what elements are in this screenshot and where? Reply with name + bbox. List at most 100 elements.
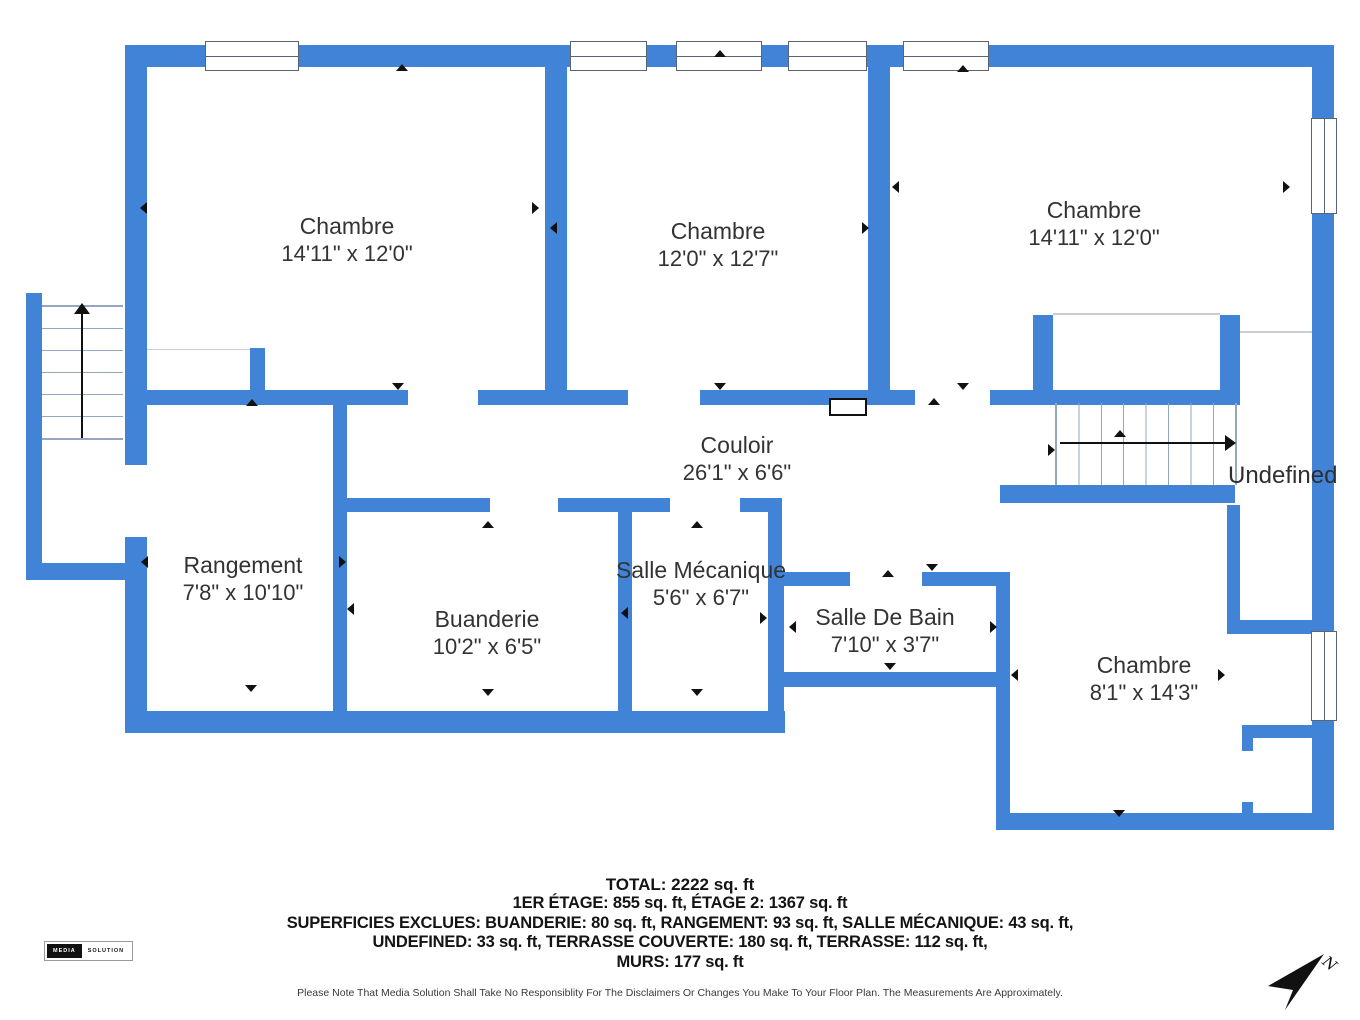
door-marker bbox=[621, 607, 628, 619]
room-dims: 7'8" x 10'10" bbox=[182, 580, 304, 605]
wall-buanderie-top-a bbox=[347, 498, 490, 512]
area-summary: TOTAL: 2222 sq. ft 1ER ÉTAGE: 855 sq. ft… bbox=[0, 875, 1360, 972]
door-marker bbox=[789, 621, 796, 633]
wall-bath-top-b bbox=[922, 572, 1010, 586]
closet-right-opening-line bbox=[1053, 313, 1220, 315]
wall-rangement-divider bbox=[333, 405, 347, 733]
room-name: Salle Mécanique bbox=[615, 557, 787, 583]
window bbox=[788, 41, 867, 71]
door-marker bbox=[550, 222, 557, 234]
room-label-chambre-bottom: Chambre 8'1" x 14'3" bbox=[1090, 652, 1198, 706]
room-name: Chambre bbox=[1046, 197, 1142, 223]
window bbox=[903, 41, 989, 71]
wall-couloir-top-b bbox=[478, 390, 628, 405]
room-name: Buanderie bbox=[434, 606, 540, 632]
room-dims: 14'11" x 12'0" bbox=[1028, 225, 1160, 250]
door-marker bbox=[246, 399, 258, 406]
wall-bottom-left bbox=[125, 711, 785, 733]
door-frame-box bbox=[829, 398, 867, 416]
summary-total: TOTAL: 2222 sq. ft bbox=[605, 875, 755, 894]
door-marker bbox=[482, 521, 494, 528]
window bbox=[205, 41, 299, 71]
wall-stub-left bbox=[137, 350, 147, 362]
wall-bath-left bbox=[770, 572, 784, 733]
room-dims: 10'2" x 6'5" bbox=[432, 634, 542, 659]
room-label-chambre-left: Chambre 14'11" x 12'0" bbox=[281, 213, 412, 267]
stairs-right-arrowhead-icon bbox=[1225, 435, 1236, 451]
wall-buanderie-top-b bbox=[558, 498, 670, 512]
logo-solution-label: SOLUTION bbox=[81, 944, 131, 958]
door-marker bbox=[926, 564, 938, 571]
door-marker bbox=[691, 521, 703, 528]
door-marker bbox=[1114, 430, 1126, 437]
room-dims: 7'10" x 3'7" bbox=[830, 632, 940, 657]
door-marker bbox=[347, 603, 354, 615]
door-marker bbox=[1048, 444, 1055, 456]
door-marker bbox=[884, 663, 896, 670]
wall-niche-top bbox=[1242, 725, 1334, 738]
wall-bath-bottom bbox=[770, 672, 1010, 687]
door-marker bbox=[245, 685, 257, 692]
logo-media-label: MEDIA bbox=[47, 944, 82, 958]
summary-walls: MURS: 177 sq. ft bbox=[616, 952, 744, 971]
door-marker bbox=[392, 383, 404, 390]
summary-excluded-2: UNDEFINED: 33 sq. ft, TERRASSE COUVERTE:… bbox=[372, 933, 988, 951]
room-name: Couloir bbox=[700, 432, 774, 458]
room-name: Salle De Bain bbox=[815, 604, 955, 630]
room-name: Chambre bbox=[1096, 652, 1192, 678]
closet-opening-line bbox=[147, 349, 250, 350]
wall-closet-left-chambre bbox=[250, 348, 265, 392]
stairs-right-arrow bbox=[1060, 442, 1228, 444]
wall-stairs-right-bottom bbox=[1000, 485, 1235, 503]
wall-closet-right-right bbox=[1220, 315, 1240, 392]
wall-divider-mid-right bbox=[868, 62, 890, 405]
wall-stairwell-bottom bbox=[26, 563, 138, 580]
window bbox=[1311, 631, 1337, 721]
room-name: Chambre bbox=[670, 218, 766, 244]
wall-bottom-chambre bbox=[996, 813, 1334, 830]
door-marker bbox=[339, 556, 346, 568]
wall-couloir-top-a bbox=[137, 390, 408, 405]
room-dims: 5'6" x 6'7" bbox=[652, 585, 750, 610]
north-arrow-icon: N bbox=[1268, 952, 1341, 1010]
room-label-salle-mecanique: Salle Mécanique 5'6" x 6'7" bbox=[616, 557, 786, 611]
wall-niche-stub-a bbox=[1242, 738, 1253, 751]
window bbox=[1311, 118, 1337, 214]
wall-terrace-left bbox=[1227, 505, 1240, 632]
compass-north-letter: N bbox=[1318, 952, 1341, 975]
stairs-up-arrow bbox=[81, 312, 83, 438]
door-marker bbox=[957, 383, 969, 390]
media-solution-logo: MEDIA SOLUTION bbox=[44, 941, 134, 961]
disclaimer-text: Please Note That Media Solution Shall Ta… bbox=[297, 987, 1063, 999]
room-dims: 14'11" x 12'0" bbox=[281, 241, 413, 266]
wall-stairwell-left bbox=[26, 293, 42, 580]
stairs-up-arrowhead-icon bbox=[74, 303, 90, 314]
room-label-couloir: Couloir 26'1" x 6'6" bbox=[683, 432, 791, 486]
door-marker bbox=[1218, 669, 1225, 681]
wall-couloir-top-d bbox=[990, 390, 1240, 405]
door-marker bbox=[1283, 181, 1290, 193]
room-label-chambre-right: Chambre 14'11" x 12'0" bbox=[1028, 197, 1159, 251]
door-marker bbox=[990, 621, 997, 633]
door-marker bbox=[862, 222, 869, 234]
window bbox=[570, 41, 647, 71]
wall-niche-stub-b bbox=[1242, 802, 1253, 815]
door-marker bbox=[141, 556, 148, 568]
wall-bath-top-a bbox=[770, 572, 850, 586]
door-marker bbox=[396, 64, 408, 71]
door-marker bbox=[1113, 810, 1125, 817]
wall-left-lower bbox=[125, 537, 147, 733]
door-marker bbox=[928, 398, 940, 405]
room-name: Rangement bbox=[183, 552, 303, 578]
wall-couloir-top-c bbox=[700, 390, 915, 405]
door-marker bbox=[892, 181, 899, 193]
door-marker bbox=[140, 202, 147, 214]
stairs-right-icon bbox=[1055, 403, 1237, 485]
room-label-rangement: Rangement 7'8" x 10'10" bbox=[183, 552, 304, 606]
summary-excluded-1: SUPERFICIES EXCLUES: BUANDERIE: 80 sq. f… bbox=[286, 913, 1074, 932]
door-marker bbox=[882, 570, 894, 577]
room-label-buanderie: Buanderie 10'2" x 6'5" bbox=[433, 606, 541, 660]
wall-bath-right-chambre-left bbox=[996, 572, 1010, 830]
door-marker bbox=[482, 689, 494, 696]
door-marker bbox=[714, 50, 726, 57]
